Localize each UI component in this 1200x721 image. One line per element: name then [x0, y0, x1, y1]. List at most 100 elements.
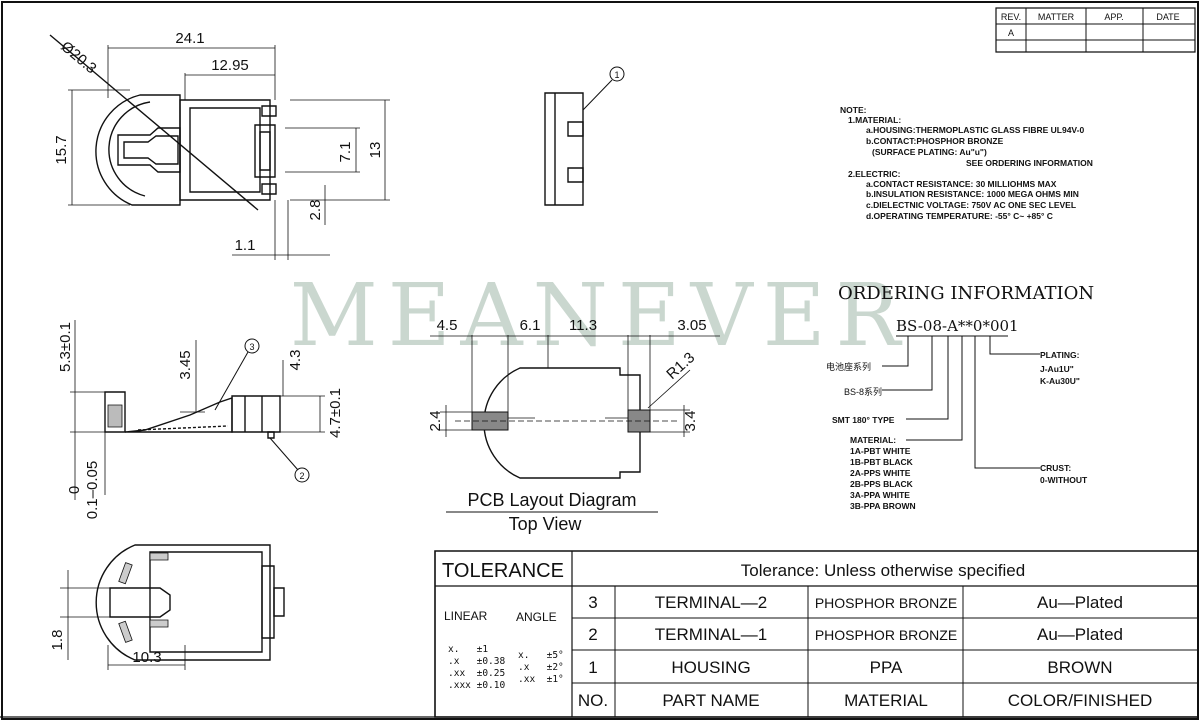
note-line-1: 1.MATERIAL: [848, 115, 901, 125]
dim-width-inner: 12.95 [211, 57, 249, 74]
rev-header-app: APP. [1104, 12, 1123, 22]
linear-tol-1: x. ±1 [448, 644, 488, 655]
angle-tol-3: .xx ±1° [518, 674, 564, 685]
tolerance-title: TOLERANCE [442, 560, 564, 582]
ordering-plating-title: PLATING: [1040, 350, 1080, 360]
ordering-material-title: MATERIAL: [850, 435, 896, 445]
row-finish: Au—Plated [1037, 625, 1123, 644]
dim-small-h: 2.8 [307, 200, 324, 221]
dim-h-total: 5.3±0.1 [57, 322, 74, 372]
revision-block: REV. MATTER APP. DATE A [996, 8, 1195, 52]
rev-value: A [1008, 28, 1014, 38]
dim-pcb-d3: 11.3 [569, 317, 597, 334]
note-line-8: b.INSULATION RESISTANCE: 1000 MEGA OHMS … [866, 189, 1079, 199]
note-line-7: a.CONTACT RESISTANCE: 30 MILLIOHMS MAX [866, 179, 1057, 189]
dim-gap-tol: 0.1–0.05 [84, 461, 101, 519]
dim-height-left: 15.7 [53, 135, 70, 164]
dim-height-inner: 7.1 [337, 142, 354, 163]
dim-bottom-h: 1.8 [49, 630, 66, 651]
note-line-6: 2.ELECTRIC: [848, 169, 901, 179]
ordering-code: BS-08-A**0*001 [896, 317, 1019, 335]
note-line-4: (SURFACE PLATING: Au"u") [872, 147, 987, 157]
angle-label: ANGLE [516, 610, 557, 624]
dim-h-contact: 3.45 [177, 350, 194, 379]
ordering-material-6: 3B-PPA BROWN [850, 501, 916, 511]
note-line-2: a.HOUSING:THERMOPLASTIC GLASS FIBRE UL94… [866, 125, 1084, 135]
row-finish: BROWN [1047, 658, 1112, 677]
bottom-view-drawing [60, 545, 284, 670]
row-no: 1 [588, 658, 597, 677]
pcb-layout-title: PCB Layout Diagram [467, 490, 636, 510]
callout-2: 2 [299, 471, 304, 481]
dim-pcb-pad-right: 3.4 [682, 411, 699, 432]
row-no: 3 [588, 593, 597, 612]
ordering-plating-2: K-Au30U" [1040, 376, 1080, 386]
dim-pcb-d4: 3.05 [677, 317, 706, 334]
dim-bottom-w: 10.3 [132, 649, 161, 666]
dim-pcb-d2: 6.1 [520, 317, 541, 334]
side-view-drawing [70, 320, 325, 500]
dim-h-right: 4.7±0.1 [327, 388, 344, 438]
angle-tol-1: x. ±5° [518, 650, 564, 661]
linear-tol-3: .xx ±0.25 [448, 668, 505, 679]
header-material: MATERIAL [844, 691, 928, 710]
angle-tol-2: .x ±2° [518, 662, 564, 673]
dim-h-mid: 4.3 [287, 350, 304, 371]
dim-pcb-pad-left: 2.4 [427, 411, 444, 432]
ordering-title: ORDERING INFORMATION [838, 283, 1094, 304]
notes-heading: NOTE: [840, 105, 867, 115]
linear-label: LINEAR [444, 609, 488, 623]
header-finish: COLOR/FINISHED [1008, 691, 1153, 710]
note-line-10: d.OPERATING TEMPERATURE: -55° C~ +85° C [866, 211, 1053, 221]
dim-small-w: 1.1 [235, 237, 256, 254]
row-finish: Au—Plated [1037, 593, 1123, 612]
end-view-drawing [545, 67, 624, 205]
ordering-block: ORDERING INFORMATION BS-08-A**0*001 电池座系… [826, 283, 1094, 511]
ordering-plating-1: J-Au1U" [1040, 364, 1074, 374]
ordering-material-1: 1A-PBT WHITE [850, 446, 911, 456]
table-row: 1 HOUSING PPA BROWN [588, 658, 1112, 677]
row-part: TERMINAL—2 [655, 593, 767, 612]
rev-header-rev: REV. [1001, 12, 1021, 22]
ordering-material-4: 2B-PPS BLACK [850, 479, 914, 489]
linear-tol-4: .xxx ±0.10 [448, 680, 505, 691]
pcb-layout-subtitle: Top View [509, 514, 583, 534]
row-part: TERMINAL—1 [655, 625, 767, 644]
ordering-material-5: 3A-PPA WHITE [850, 490, 910, 500]
linear-tol-2: .x ±0.38 [448, 656, 505, 667]
row-no: 2 [588, 625, 597, 644]
ordering-material-2: 1B-PBT BLACK [850, 457, 914, 467]
table-header-row: NO. PART NAME MATERIAL COLOR/FINISHED [578, 691, 1152, 710]
pcb-layout-drawing [430, 335, 720, 512]
callout-1: 1 [614, 70, 619, 80]
note-line-5: SEE ORDERING INFORMATION [966, 158, 1093, 168]
ordering-crust-title: CRUST: [1040, 463, 1071, 473]
callout-3: 3 [249, 342, 254, 352]
dim-width-total: 24.1 [175, 30, 204, 47]
row-material: PPA [870, 658, 903, 677]
ordering-material-3: 2A-PPS WHITE [850, 468, 911, 478]
ordering-series-cn: 电池座系列 [826, 361, 871, 372]
ordering-series: BS-8系列 [844, 386, 882, 397]
rev-header-date: DATE [1156, 12, 1179, 22]
dim-diameter: Ø20.3 [57, 38, 99, 77]
note-line-3: b.CONTACT:PHOSPHOR BRONZE [866, 136, 1004, 146]
row-part: HOUSING [671, 658, 750, 677]
ordering-crust-1: 0-WITHOUT [1040, 475, 1088, 485]
tolerance-subtitle: Tolerance: Unless otherwise specified [741, 561, 1025, 580]
watermark-text: MEANEVER [290, 266, 911, 366]
top-view-drawing [50, 35, 390, 260]
row-material: PHOSPHOR BRONZE [815, 627, 957, 643]
table-row: 2 TERMINAL—1 PHOSPHOR BRONZE Au—Plated [588, 625, 1123, 644]
notes-block: NOTE: 1.MATERIAL: a.HOUSING:THERMOPLASTI… [840, 105, 1093, 221]
row-material: PHOSPHOR BRONZE [815, 595, 957, 611]
dim-pcb-d1: 4.5 [437, 317, 458, 334]
tolerance-table [0, 551, 1198, 717]
dim-height-right: 13 [367, 142, 384, 159]
header-no: NO. [578, 691, 608, 710]
ordering-type: SMT 180° TYPE [832, 415, 895, 425]
dim-gap: 0 [66, 486, 83, 494]
rev-header-matter: MATTER [1038, 12, 1075, 22]
